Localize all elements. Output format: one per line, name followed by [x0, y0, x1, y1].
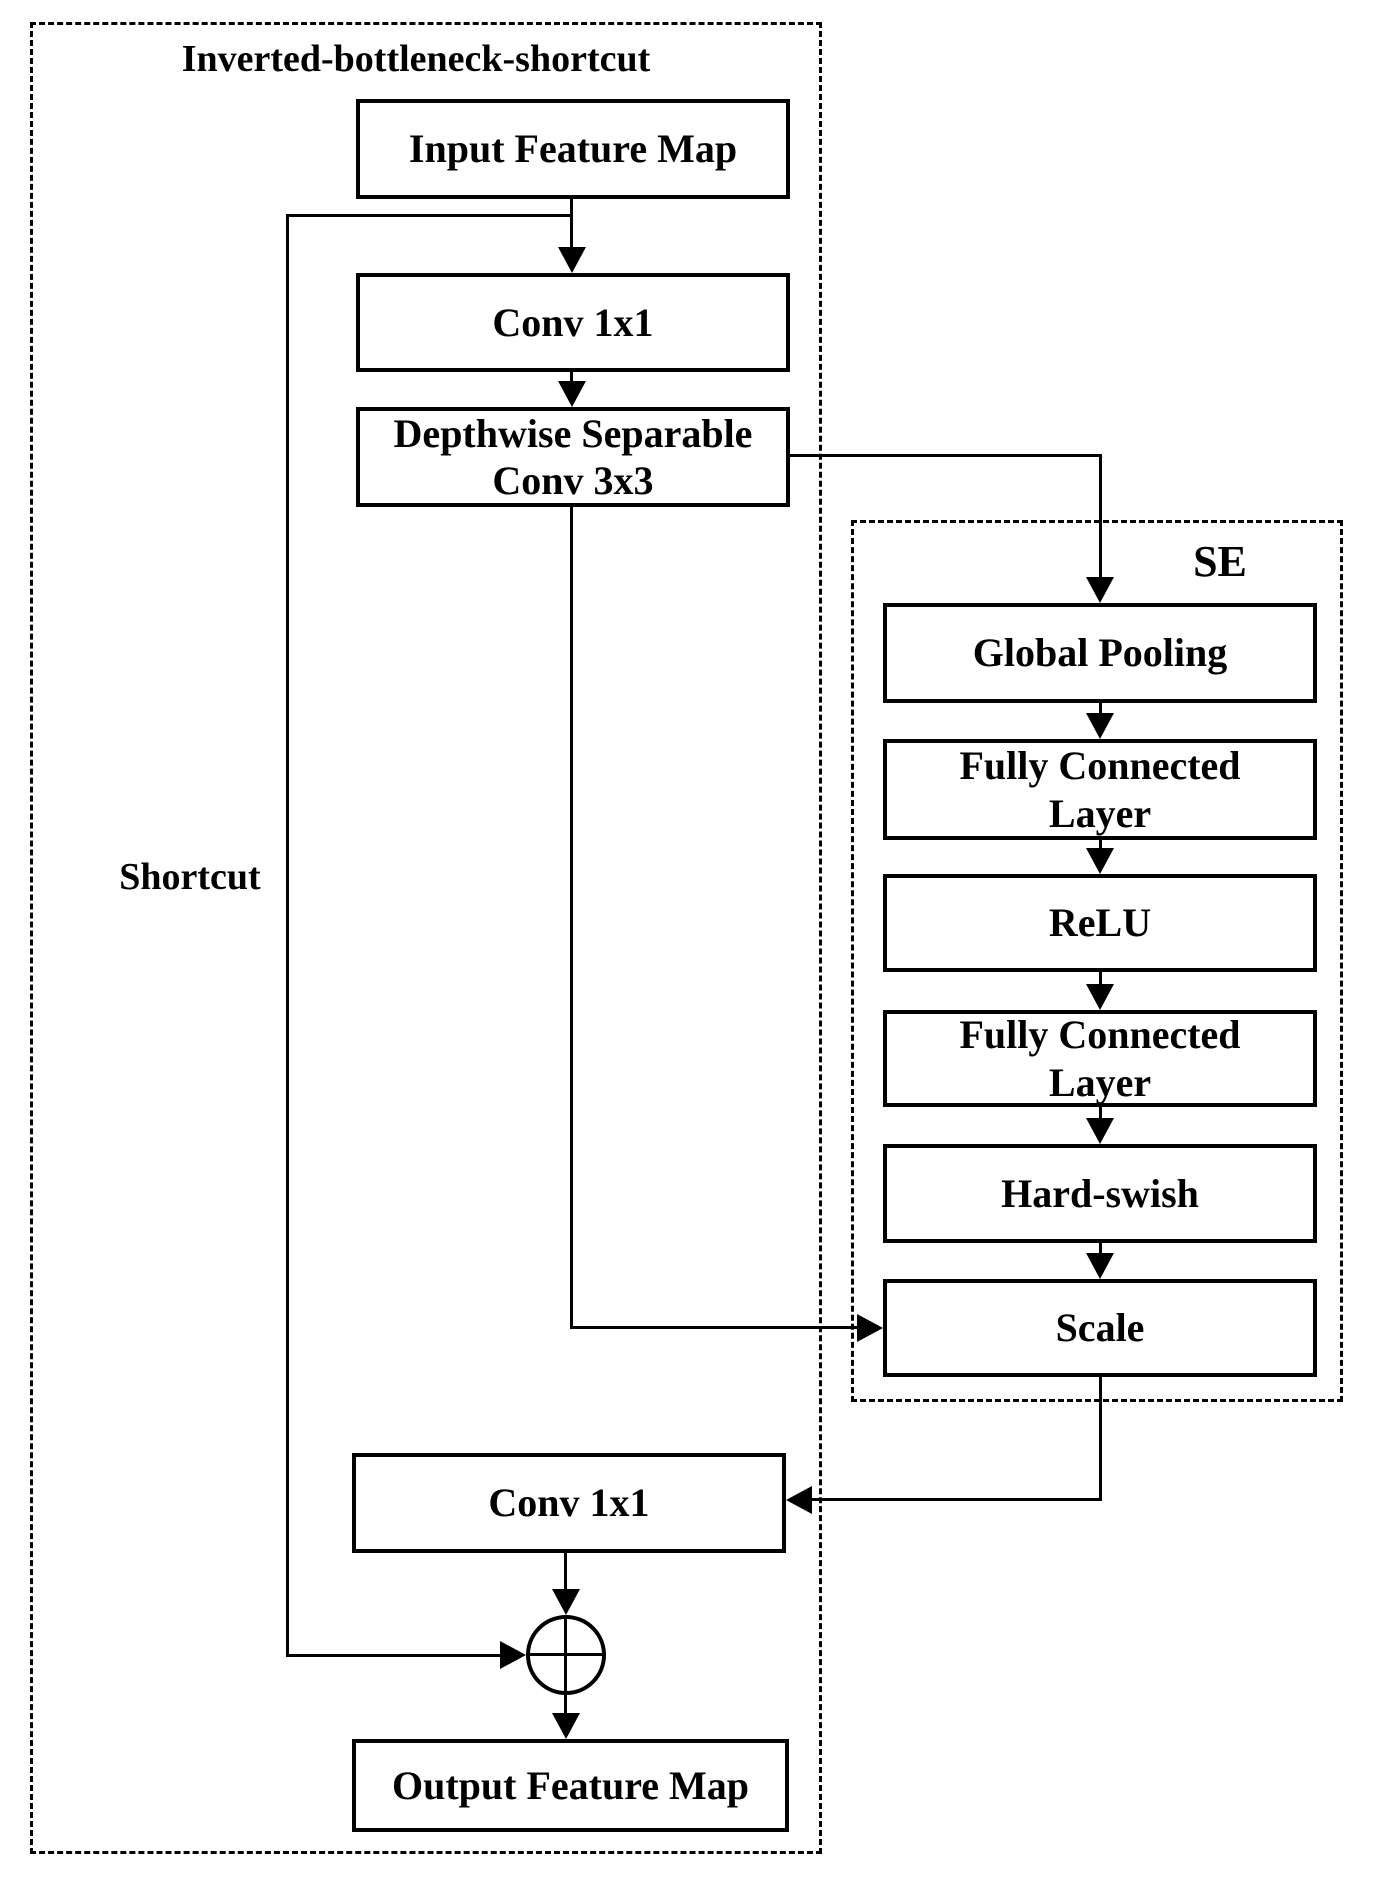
arrowhead-into-hardswish-icon: [1086, 1118, 1114, 1144]
edge-fc1-relu-line: [1099, 840, 1102, 849]
arrowhead-into-add-top-icon: [552, 1589, 580, 1615]
elementwise-add-node: [526, 1615, 606, 1695]
se-group-label: SE: [1193, 537, 1247, 586]
node-output-feature-map: Output Feature Map: [352, 1739, 789, 1832]
arrowhead-into-global-pooling-icon: [1086, 577, 1114, 603]
edge-hardswish-scale-line: [1099, 1243, 1102, 1254]
node-fully-connected-1: Fully Connected Layer: [883, 739, 1317, 840]
edge-add-output-line: [564, 1695, 567, 1715]
shortcut-branch-line: [286, 214, 572, 217]
arrowhead-into-conv1-icon: [558, 247, 586, 273]
arrowhead-into-scale-top-icon: [1086, 1253, 1114, 1279]
node-global-pooling: Global Pooling: [883, 603, 1317, 703]
arrowhead-into-fc1-icon: [1086, 713, 1114, 739]
edge-dwconv-scale-horizontal-line: [570, 1326, 857, 1329]
plus-icon-horizontal: [530, 1653, 602, 1656]
edge-gp-fc1-line: [1099, 703, 1102, 714]
edge-dwconv-se-vertical-line: [1099, 454, 1102, 578]
edge-relu-fc2-line: [1099, 972, 1102, 985]
node-input-feature-map: Input Feature Map: [356, 99, 790, 199]
shortcut-label: Shortcut: [119, 856, 261, 898]
edge-dwconv-scale-vertical-line: [570, 507, 573, 1328]
se-group-box: [851, 520, 1343, 1402]
arrowhead-into-dwconv-icon: [558, 381, 586, 407]
arrowhead-into-output-icon: [552, 1713, 580, 1739]
node-depthwise-separable-conv: Depthwise Separable Conv 3x3: [356, 407, 790, 507]
edge-scale-conv2-vertical-line: [1099, 1377, 1102, 1501]
arrowhead-into-scale-left-icon: [857, 1314, 883, 1342]
edge-fc2-hardswish-line: [1099, 1107, 1102, 1119]
node-conv1x1-project: Conv 1x1: [352, 1453, 786, 1553]
node-relu: ReLU: [883, 874, 1317, 972]
node-fully-connected-2: Fully Connected Layer: [883, 1010, 1317, 1107]
arrowhead-into-add-left-icon: [500, 1641, 526, 1669]
edge-conv2-add-line: [564, 1553, 567, 1591]
node-conv1x1-expand: Conv 1x1: [356, 273, 790, 372]
shortcut-bottom-line: [286, 1654, 504, 1657]
edge-input-conv1-line: [570, 198, 573, 249]
shortcut-vertical-line: [286, 214, 289, 1657]
arrowhead-into-conv2-icon: [786, 1486, 812, 1514]
edge-conv1-dwconv-line: [570, 372, 573, 382]
edge-dwconv-se-horizontal-line: [790, 454, 1102, 457]
inverted-bottleneck-group-box: [30, 22, 822, 1854]
node-scale: Scale: [883, 1279, 1317, 1377]
diagram-title: Inverted-bottleneck-shortcut: [181, 38, 651, 80]
arrowhead-into-relu-icon: [1086, 848, 1114, 874]
arrowhead-into-fc2-icon: [1086, 984, 1114, 1010]
node-hard-swish: Hard-swish: [883, 1144, 1317, 1243]
edge-scale-conv2-horizontal-line: [812, 1498, 1102, 1501]
